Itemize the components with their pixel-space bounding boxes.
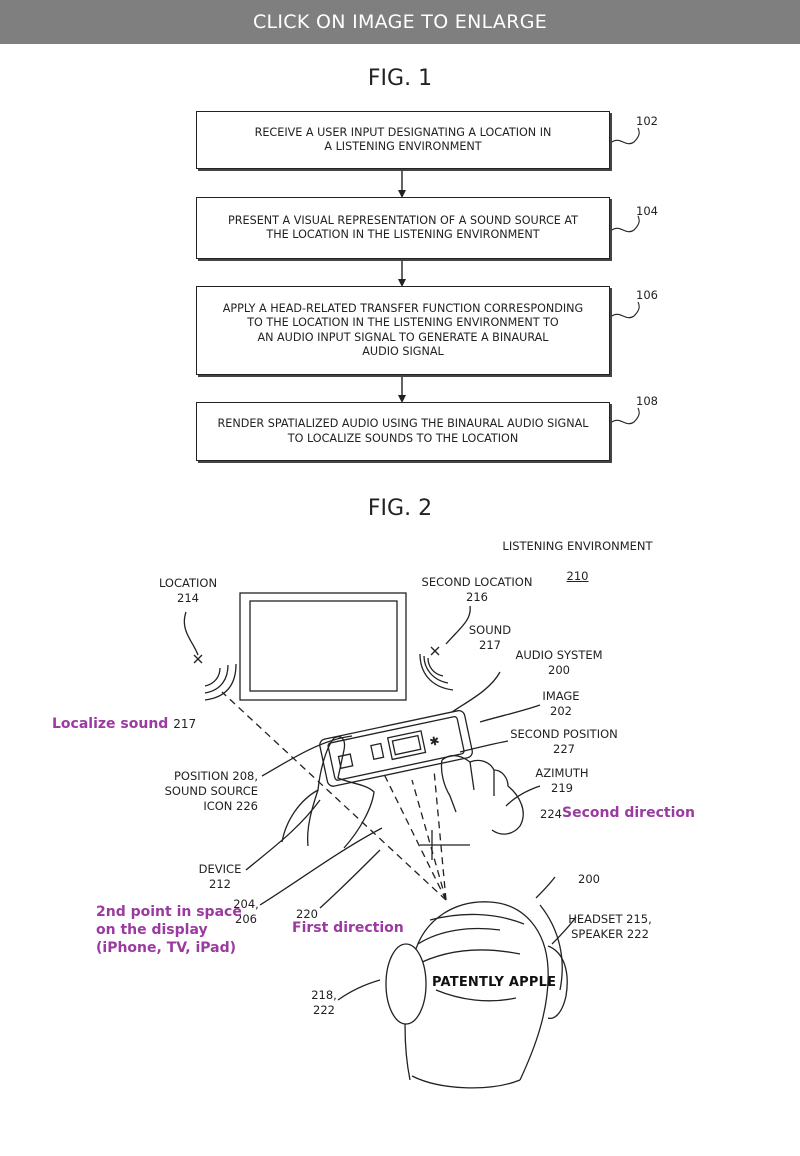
sound-waves-left-icon: [204, 663, 237, 701]
fig1-title: FIG. 1: [367, 66, 433, 91]
ref-108: 108: [636, 394, 658, 408]
location-marker-icon: [193, 654, 203, 664]
flow-step-text: RECEIVE A USER INPUT DESIGNATING A LOCAT…: [254, 125, 552, 154]
label-204-206: 204, 206: [233, 897, 259, 926]
label-position-208: POSITION 208, SOUND SOURCE ICON 226: [164, 769, 258, 813]
label-azimuth-219: AZIMUTH 219: [535, 766, 589, 795]
ref-104: 104: [636, 204, 658, 218]
ref-102: 102: [636, 114, 658, 128]
fig2-title: FIG. 2: [367, 496, 433, 521]
tv-frame: [239, 592, 407, 701]
flow-step-104: PRESENT A VISUAL REPRESENTATION OF A SOU…: [196, 197, 610, 259]
label-200: 200: [578, 872, 600, 886]
label-headset-215: HEADSET 215, SPEAKER 222: [568, 912, 652, 941]
label-218-222: 218, 222: [311, 988, 337, 1017]
flow-step-106: APPLY A HEAD-RELATED TRANSFER FUNCTION C…: [196, 286, 610, 375]
enlarge-image-banner[interactable]: CLICK ON IMAGE TO ENLARGE: [0, 0, 800, 44]
head-headset: [385, 901, 568, 1089]
right-hand: [440, 754, 524, 835]
label-image-202: IMAGE 202: [542, 689, 580, 718]
image-thumbnail: [386, 730, 427, 761]
enlarge-image-label: CLICK ON IMAGE TO ENLARGE: [252, 11, 548, 33]
device-phone: ✱: [319, 710, 473, 787]
label-220: 220: [296, 907, 318, 921]
patently-apple-watermark: PATENTLY APPLE: [432, 975, 557, 990]
left-ear-speaker: [385, 943, 427, 1025]
sound-source-icon: [370, 742, 385, 761]
tv-screen: [249, 600, 398, 692]
fig2-illustration: ✱: [183, 592, 577, 1089]
flow-step-text: RENDER SPATIALIZED AUDIO USING THE BINAU…: [217, 417, 589, 445]
flow-step-102: RECEIVE A USER INPUT DESIGNATING A LOCAT…: [196, 111, 610, 169]
callout-second-direction: Second direction: [562, 805, 695, 821]
svg-text:✱: ✱: [428, 733, 441, 749]
flow-step-text: APPLY A HEAD-RELATED TRANSFER FUNCTION C…: [222, 301, 584, 359]
label-device-212: DEVICE 212: [198, 862, 242, 891]
label-sound-217: SOUND 217: [468, 623, 512, 652]
second-location-marker-icon: [430, 646, 440, 656]
callout-localize-ref: 217: [173, 717, 197, 731]
callout-localize-text: Localize sound: [52, 716, 169, 732]
ref-leaders: [611, 127, 640, 425]
flow-step-108: RENDER SPATIALIZED AUDIO USING THE BINAU…: [196, 402, 610, 461]
listening-environment-text: LISTENING ENVIRONMENT: [502, 539, 653, 553]
sound-waves-right-icon: [419, 653, 454, 691]
label-audio-system-200: AUDIO SYSTEM 200: [515, 648, 603, 677]
label-224: 224: [540, 807, 562, 821]
ref-106: 106: [636, 288, 658, 302]
label-location-214: LOCATION 214: [158, 576, 218, 605]
callout-first-direction: First direction: [292, 920, 404, 936]
direction-lines: [221, 691, 447, 901]
flow-step-text: PRESENT A VISUAL REPRESENTATION OF A SOU…: [228, 213, 578, 242]
callout-second-point: 2nd point in space on the display (iPhon…: [96, 904, 242, 956]
listening-environment-ref: 210: [566, 569, 589, 583]
label-second-position-227: SECOND POSITION 227: [510, 727, 618, 756]
listening-environment-label: LISTENING ENVIRONMENT 210: [500, 524, 655, 599]
callout-localize-sound: Localize sound 217: [52, 715, 196, 733]
left-hand: [281, 736, 375, 849]
label-second-location-216: SECOND LOCATION 216: [421, 575, 533, 604]
